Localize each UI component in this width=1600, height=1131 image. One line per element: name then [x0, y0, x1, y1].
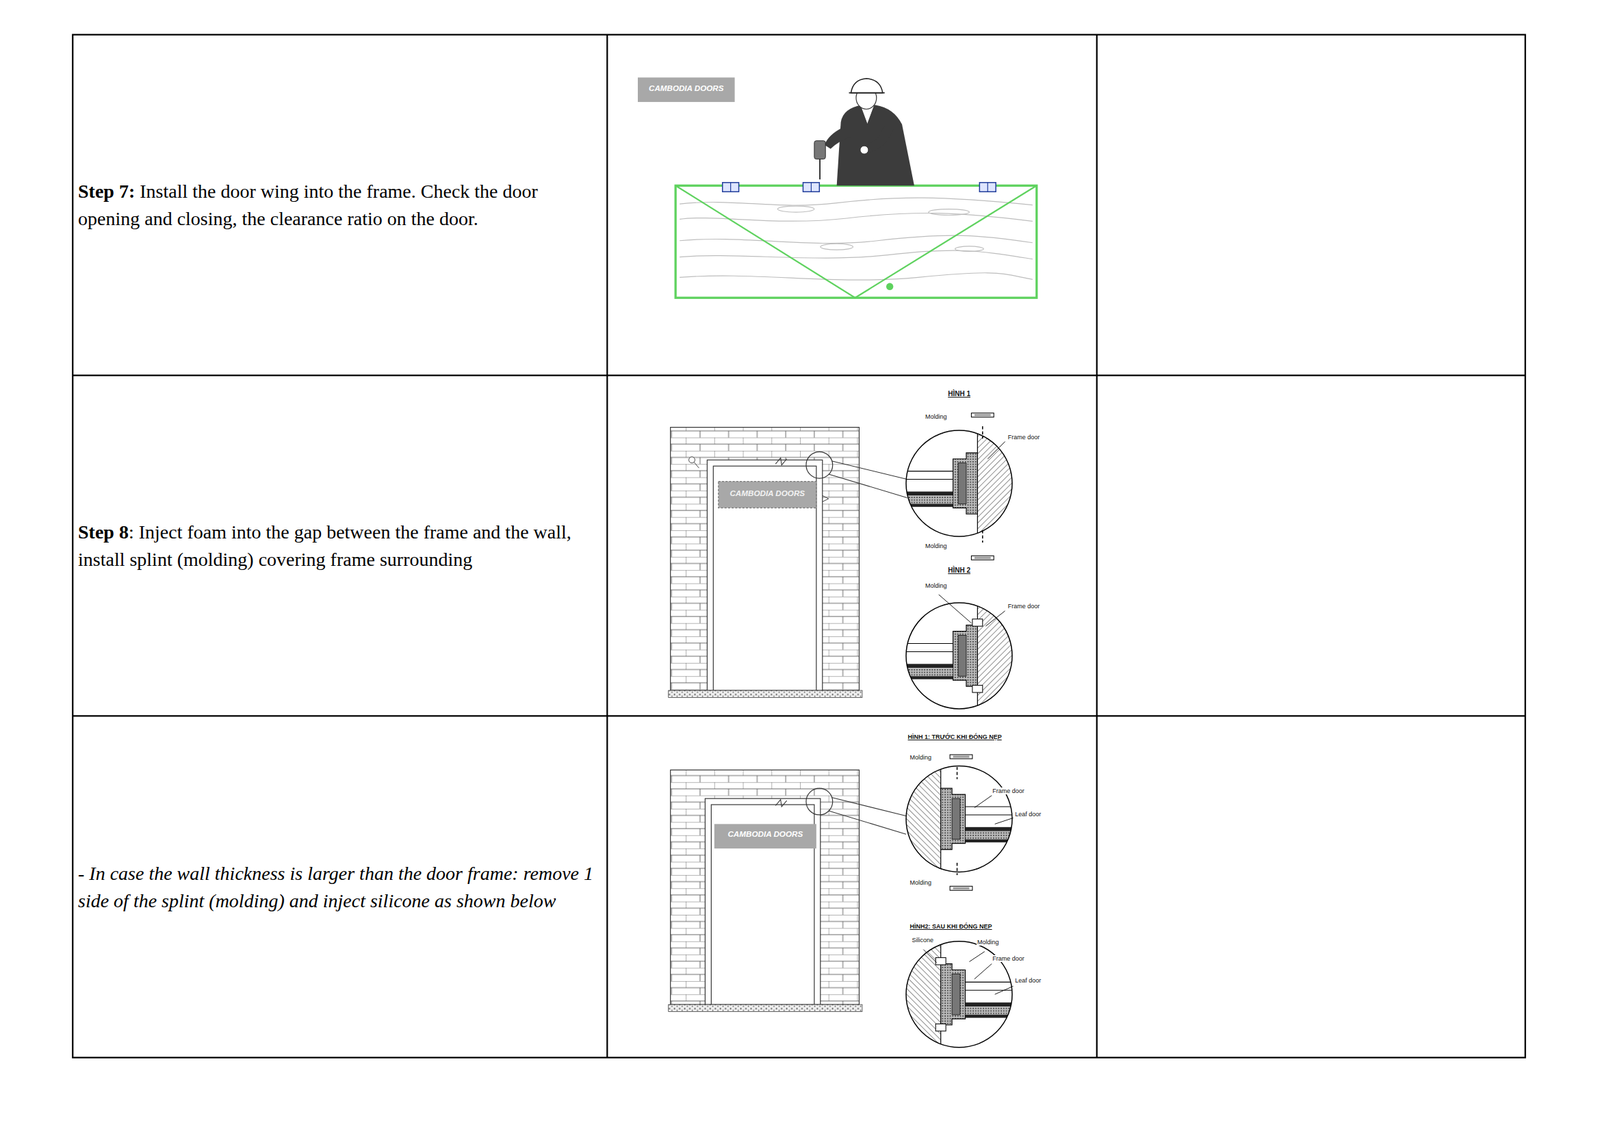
part-label: Frame door: [991, 955, 1026, 963]
step-instruction: - In case the wall thickness is larger t…: [78, 862, 594, 912]
brand-watermark: CAMBODIA DOORS: [637, 83, 735, 93]
part-label: Molding: [909, 754, 933, 761]
figure-title: HÌNH 1: [938, 390, 980, 399]
table-grid: [72, 34, 1526, 1058]
step-number: Step 7:: [78, 180, 135, 202]
part-label: Leaf door: [1014, 810, 1042, 818]
step-text: - In case the wall thickness is larger t…: [78, 860, 602, 915]
wall-elevation: [668, 427, 908, 699]
part-label: Molding: [976, 938, 1000, 946]
part-label: Molding: [924, 542, 948, 550]
part-label: Frame door: [1007, 433, 1041, 441]
part-label: Molding: [909, 879, 933, 887]
table-cell: Step 8: Inject foam into the gap between…: [78, 375, 602, 717]
section-details-case: [895, 754, 1021, 1056]
part-label: Molding: [924, 582, 948, 590]
step-text: Step 7:Install the door wing into the fr…: [78, 177, 602, 233]
figure-title: HÌNH 2: [938, 566, 980, 575]
part-label: Leaf door: [1014, 977, 1042, 985]
table-cell: Step 7:Install the door wing into the fr…: [78, 34, 602, 376]
step-number: Step 8: [78, 521, 129, 543]
part-label: Frame door: [991, 787, 1026, 795]
part-label: Frame door: [1007, 602, 1041, 610]
figure-title: HÌNH2: SAU KHI ĐÓNG NẸP: [909, 923, 993, 931]
step-text: Step 8: Inject foam into the gap between…: [78, 518, 602, 574]
section-details-step8: [897, 413, 1024, 718]
part-label: Silicone: [911, 936, 935, 944]
worker-figure: [814, 78, 915, 187]
figure-title: HÌNH 1: TRƯỚC KHI ĐÓNG NẸP: [907, 733, 1003, 741]
brand-watermark: CAMBODIA DOORS: [718, 488, 817, 498]
step-instruction: Install the door wing into the frame. Ch…: [78, 180, 538, 230]
part-label: Molding: [924, 413, 948, 421]
brand-watermark: CAMBODIA DOORS: [714, 829, 817, 839]
door-install-illustration: [637, 77, 1037, 298]
table-cell: - In case the wall thickness is larger t…: [78, 716, 602, 1058]
wall-elevation-thick: [668, 769, 907, 1012]
step-instruction: : Inject foam into the gap between the f…: [78, 521, 572, 571]
